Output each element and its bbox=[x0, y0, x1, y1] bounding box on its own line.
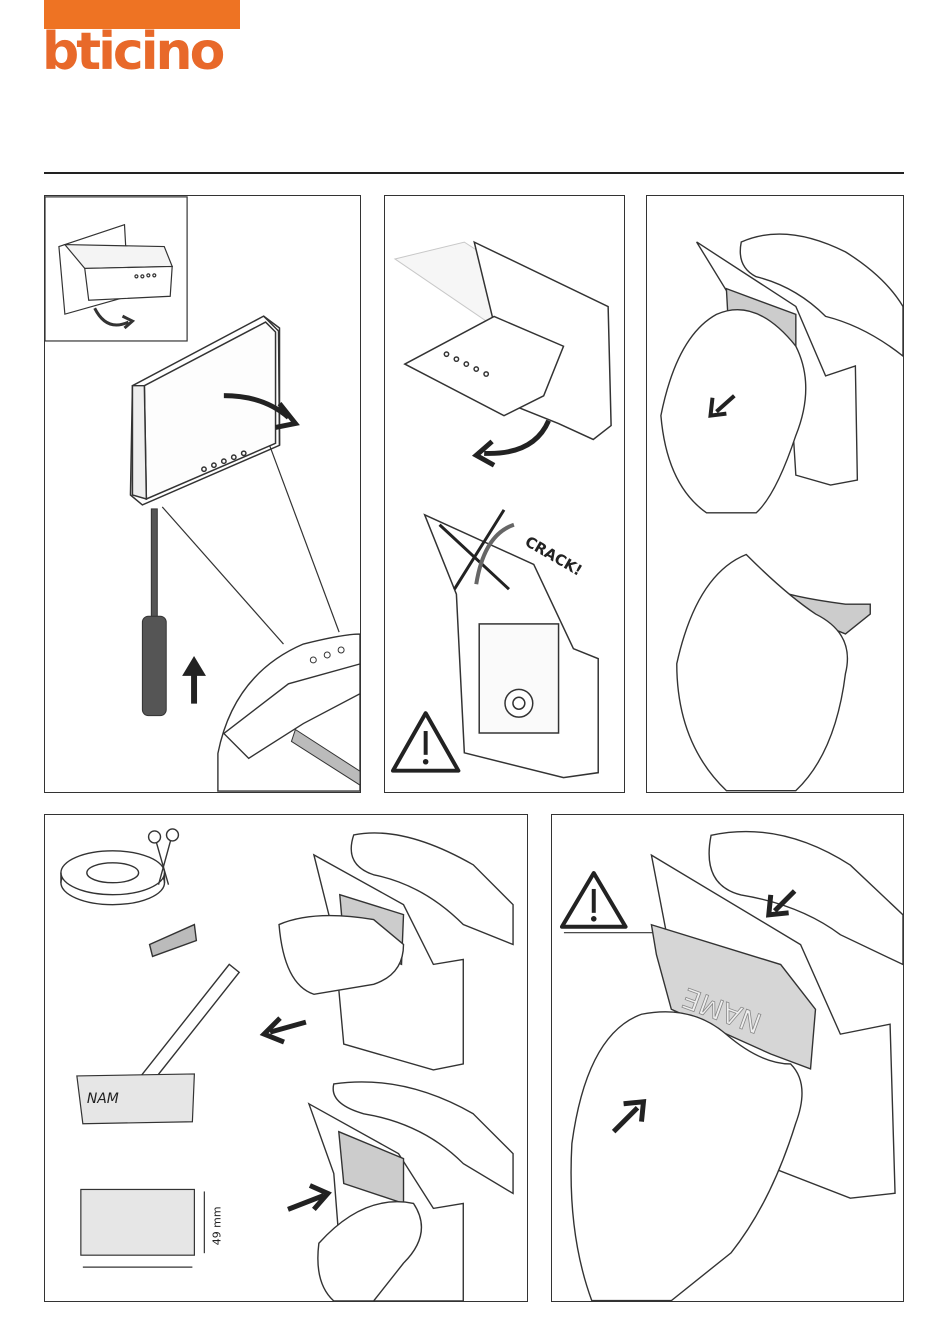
zoom-detail bbox=[218, 634, 360, 791]
hand-top-icon bbox=[661, 234, 903, 513]
rotate-down-arrow-icon bbox=[484, 421, 548, 454]
warning-icon bbox=[562, 873, 626, 927]
illustration-insert-label: NAME bbox=[552, 815, 903, 1301]
header-rule bbox=[44, 172, 904, 174]
label-card: NAM bbox=[77, 1074, 195, 1124]
screwdriver-icon bbox=[142, 509, 166, 716]
panel-remove-label-holder bbox=[646, 195, 904, 793]
tape-roll-icon bbox=[61, 851, 196, 957]
illustration-remove-holder bbox=[647, 196, 903, 792]
label-dimension: 49 mm bbox=[81, 1189, 223, 1267]
device-broken-icon bbox=[425, 515, 599, 778]
dimension-label: 49 mm bbox=[210, 1207, 223, 1246]
panel-insert-name-label: NAME bbox=[551, 814, 904, 1302]
brand-logo: bticino bbox=[42, 26, 222, 78]
device-inserted-icon bbox=[309, 1082, 513, 1301]
panel-open-cover-warning: CRACK! bbox=[384, 195, 625, 793]
panel-remove-cover bbox=[44, 195, 361, 793]
illustration-remove-cover bbox=[45, 196, 360, 792]
hand-holding-holder-icon bbox=[677, 555, 870, 791]
illustration-open-cover: CRACK! bbox=[385, 196, 624, 792]
device-insert-icon bbox=[279, 833, 513, 1070]
label-card-text: NAM bbox=[87, 1091, 119, 1107]
illustration-write-label: NAM 49 mm bbox=[45, 815, 527, 1301]
device-icon bbox=[130, 316, 279, 505]
warning-icon bbox=[393, 713, 458, 771]
panel-write-label: NAM 49 mm bbox=[44, 814, 528, 1302]
